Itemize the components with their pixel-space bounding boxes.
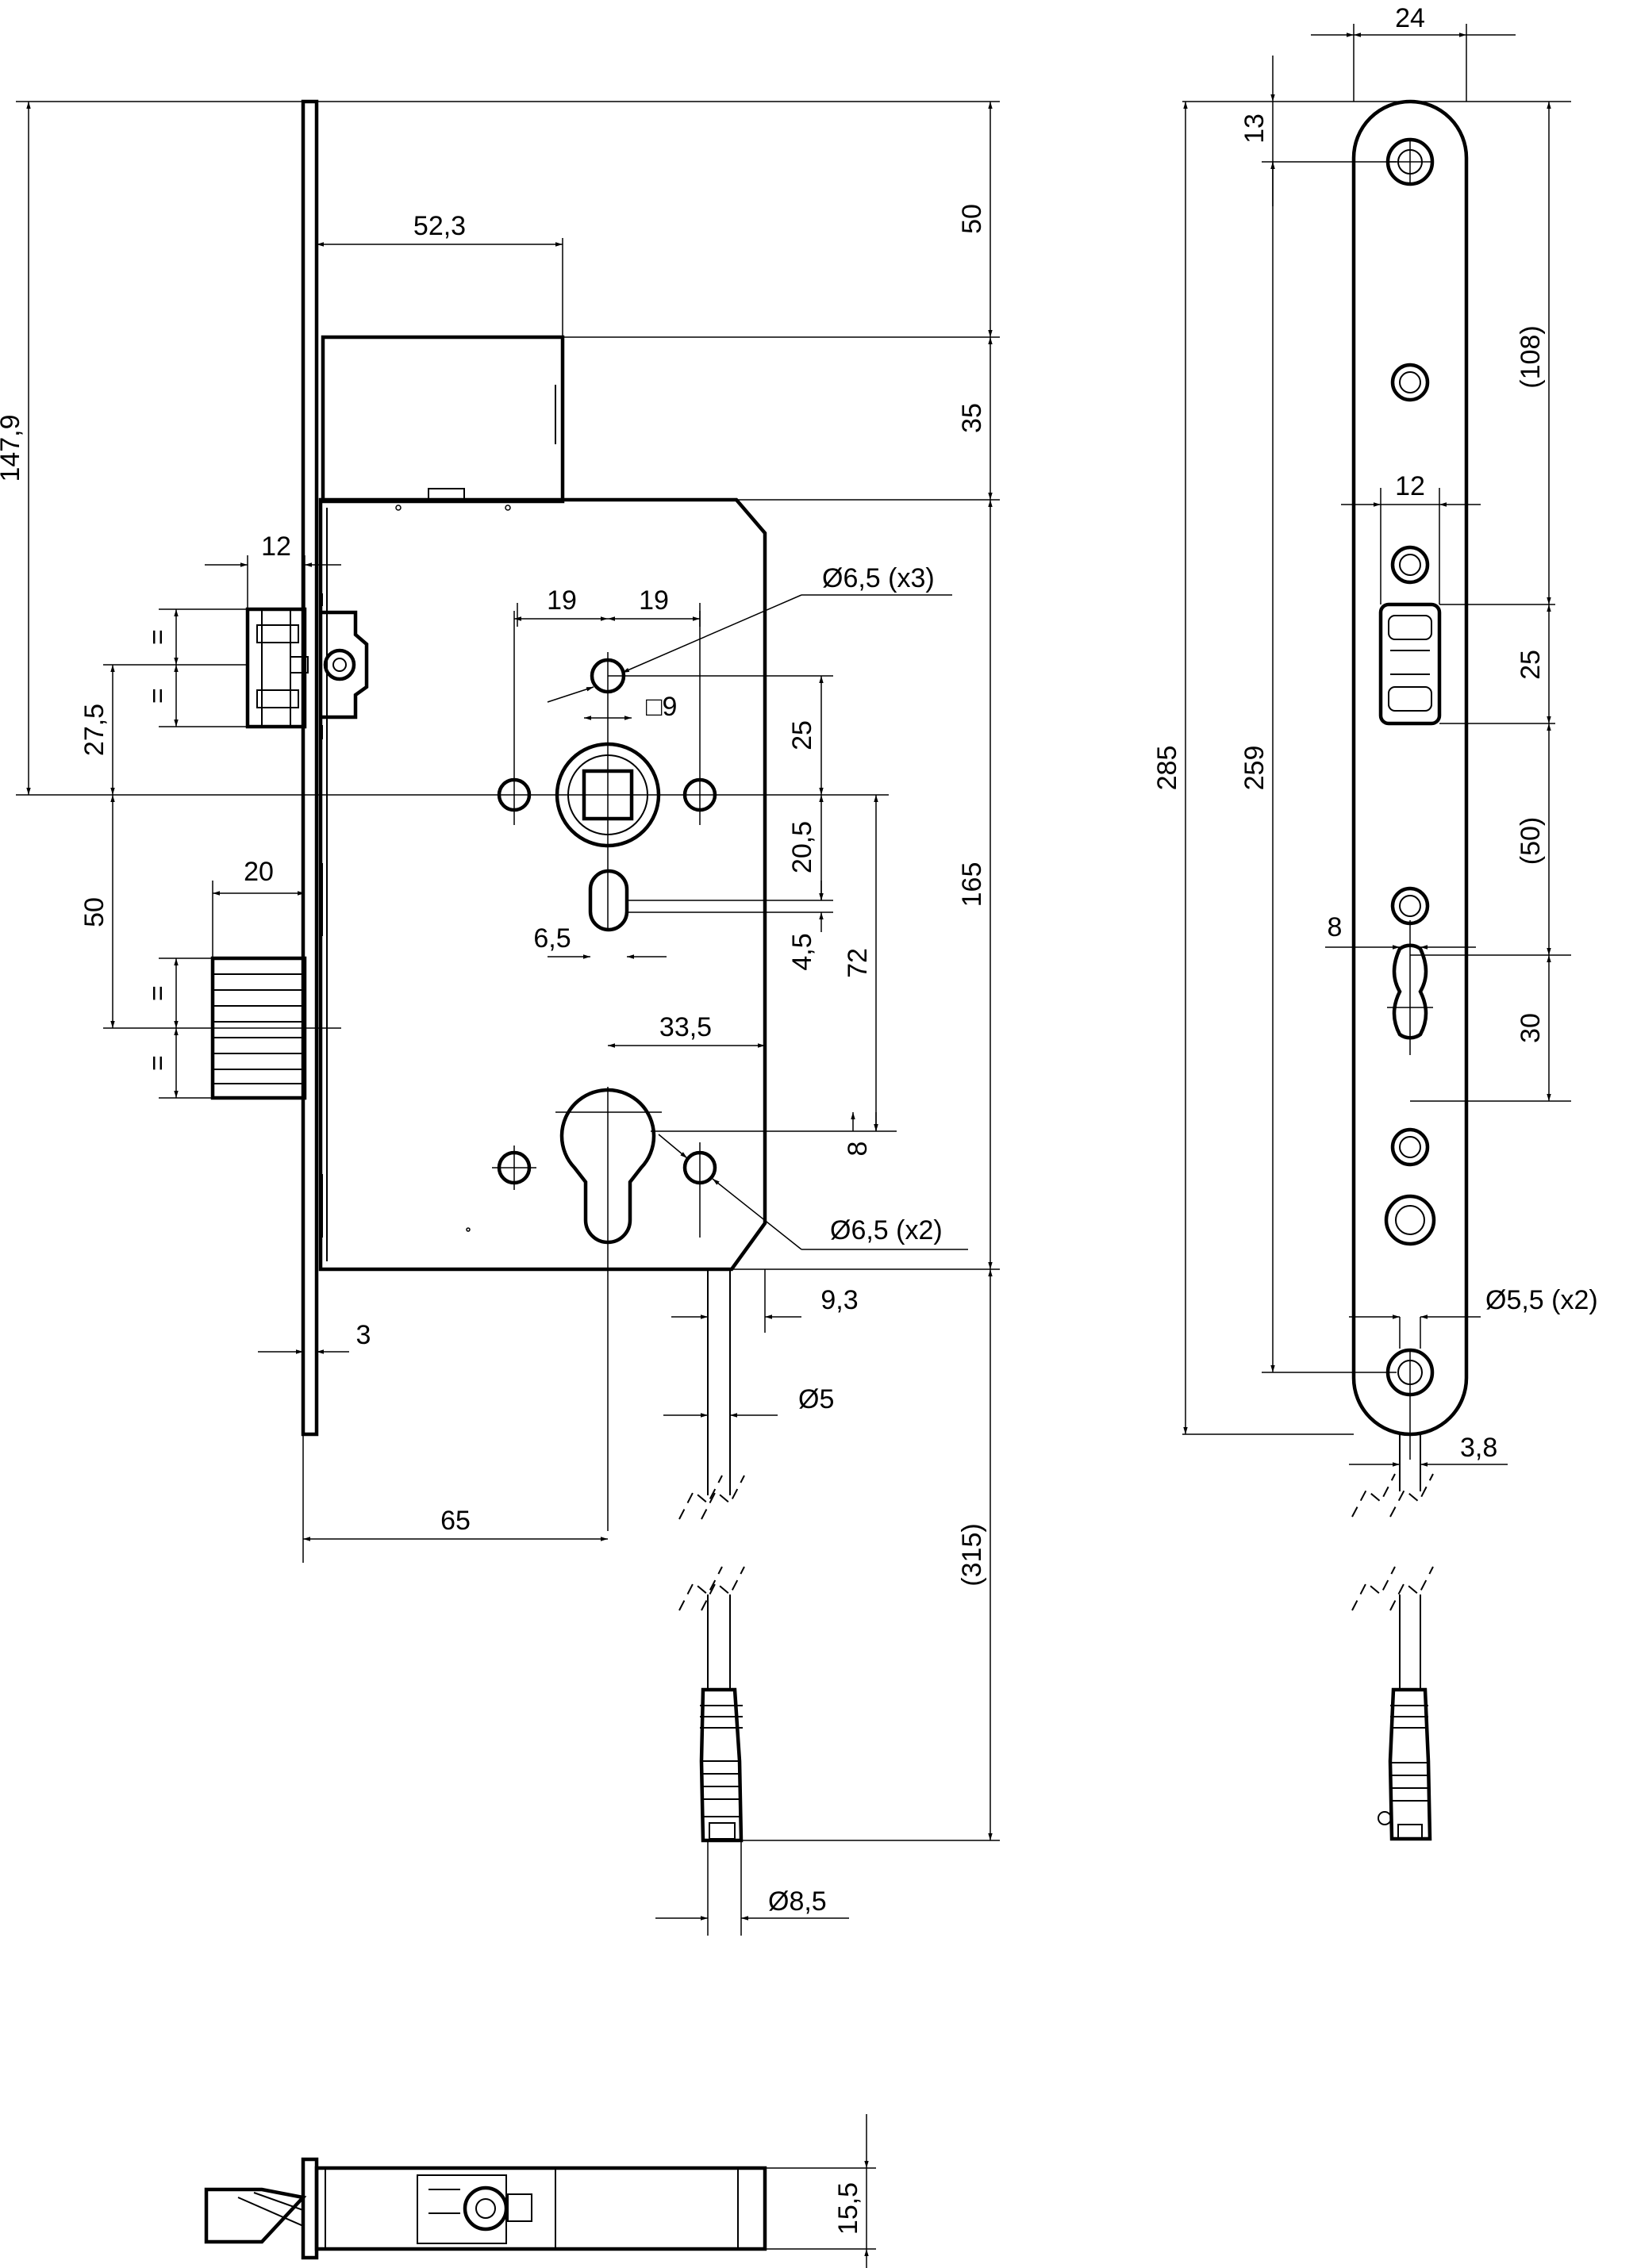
- dim-8-side: 8: [1328, 912, 1343, 942]
- faceplate-hole-lower: [1384, 1194, 1436, 1246]
- label-holes-bottom: Ø6,5 (x2): [830, 1215, 943, 1245]
- dim-50-side: (50): [1516, 817, 1546, 865]
- dim-30: 30: [1516, 1013, 1546, 1043]
- case-top: [314, 2166, 767, 2251]
- dim-8-front: 8: [843, 1142, 873, 1157]
- dim-12-latch: 12: [261, 532, 291, 562]
- bottom-view: 15,5: [204, 2114, 876, 2268]
- dim-square-9: □9: [646, 692, 677, 722]
- faceplate-screw-3: [1390, 886, 1430, 926]
- latch-opening: [1378, 602, 1442, 726]
- dim-65: 65: [440, 1506, 471, 1536]
- dim-19-left: 19: [547, 585, 577, 616]
- dim-165: 165: [957, 862, 987, 908]
- dim-4-5: 4,5: [787, 933, 817, 970]
- slot: [588, 869, 629, 932]
- upper-housing: [321, 335, 565, 504]
- dim-72: 72: [843, 948, 873, 978]
- dim-12-side: 12: [1395, 471, 1425, 501]
- dim-20: 20: [244, 857, 274, 887]
- dim-315: (315): [957, 1523, 987, 1586]
- follower-top: [463, 2185, 509, 2232]
- dim-plug-diameter: Ø8,5: [768, 1886, 827, 1917]
- dim-eq-2: =: [143, 688, 173, 704]
- label-holes-top: Ø6,5 (x3): [822, 563, 935, 593]
- dim-20-5: 20,5: [787, 821, 817, 873]
- faceplate: [301, 99, 319, 1437]
- dim-259: 259: [1239, 746, 1270, 791]
- dim-3-8: 3,8: [1460, 1433, 1497, 1463]
- dim-35: 35: [957, 403, 987, 433]
- label-holes-side: Ø5,5 (x2): [1485, 1285, 1598, 1315]
- dim-eq-4: =: [143, 1055, 173, 1071]
- dim-eq-3: =: [143, 985, 173, 1001]
- dim-25-side: 25: [1516, 650, 1546, 680]
- latch-bolt: [245, 607, 369, 729]
- dim-cable-diameter: Ø5: [798, 1384, 834, 1414]
- dim-9-3: 9,3: [820, 1285, 858, 1315]
- dead-bolt: [210, 956, 307, 1100]
- faceplate-screw-1: [1390, 363, 1430, 402]
- dim-eq-1: =: [143, 629, 173, 645]
- dim-3: 3: [356, 1320, 371, 1350]
- dim-285: 285: [1152, 746, 1182, 791]
- dim-52-3: 52,3: [413, 211, 466, 241]
- dim-6-5: 6,5: [533, 923, 571, 954]
- side-cable-connector: [1378, 1687, 1432, 1841]
- bolt-end: [204, 2187, 307, 2244]
- dim-27-5: 27,5: [79, 704, 110, 756]
- cylinder-cutout: [559, 1088, 656, 1245]
- dim-108: (108): [1516, 325, 1546, 388]
- front-view: 52,3 50 35 147,9 12 = = 27,5 19 19 Ø6,5 …: [0, 99, 1000, 1936]
- side-view: 24 13 (108) 285 259 12 25 (50) 8 30 Ø5,5…: [1152, 3, 1598, 1841]
- dim-147-9: 147,9: [0, 414, 25, 482]
- faceplate-screw-2: [1390, 545, 1430, 585]
- dim-15-5: 15,5: [833, 2182, 863, 2235]
- dim-50-left: 50: [79, 897, 110, 927]
- dim-50-top: 50: [957, 204, 987, 234]
- dim-13: 13: [1239, 113, 1270, 144]
- cable-connector: [699, 1687, 744, 1843]
- dim-19-right: 19: [639, 585, 669, 616]
- dim-24: 24: [1395, 3, 1425, 33]
- dim-33-5: 33,5: [659, 1012, 712, 1042]
- faceplate-edge: [301, 2157, 319, 2260]
- dim-25-front: 25: [787, 720, 817, 750]
- faceplate-screw-4: [1390, 1127, 1430, 1167]
